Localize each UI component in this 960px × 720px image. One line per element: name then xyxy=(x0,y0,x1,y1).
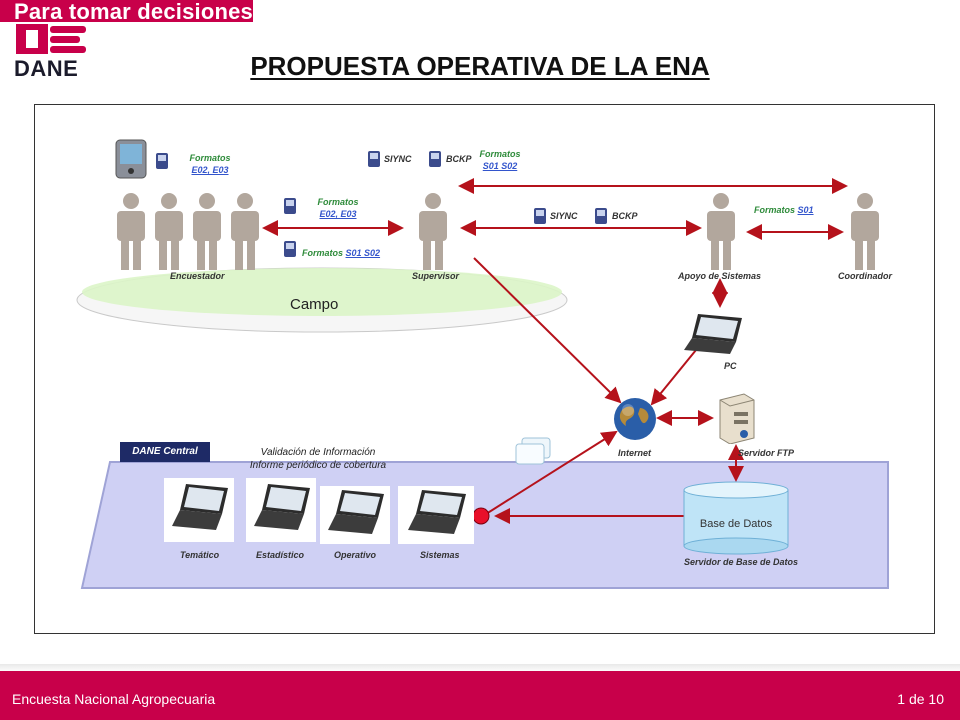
coordinador-person-icon xyxy=(851,193,879,270)
laptop-icon xyxy=(398,486,474,544)
station-label-sistemas: Sistemas xyxy=(420,550,460,560)
logo-text: DANE xyxy=(14,56,79,81)
globe-icon xyxy=(614,398,656,440)
memory-card-icon xyxy=(284,241,296,257)
footer-survey-name: Encuesta Nacional Agropecuaria xyxy=(12,691,216,707)
format-label-top: Formatos S01 S02 xyxy=(479,149,521,171)
diagram-frame xyxy=(34,104,935,634)
laptop-icon xyxy=(320,486,390,544)
tagline-banner: Para tomar decisiones xyxy=(0,0,253,24)
person-icon xyxy=(231,193,259,270)
format-label-encuestador: Formatos E02, E03 xyxy=(189,153,231,175)
role-label-supervisor: Supervisor xyxy=(412,271,460,281)
footer-shadow xyxy=(0,664,960,672)
validation-text: Validación de Información Informe periód… xyxy=(249,447,387,471)
station-label-estadistico: Estadístico xyxy=(256,550,305,560)
tagline-text: Para tomar decisiones xyxy=(14,0,253,24)
ftp-label: Servidor FTP xyxy=(738,448,795,458)
role-label-encuestador: Encuestador xyxy=(170,271,225,281)
dane-logo-icon xyxy=(16,24,86,54)
station-label-tematico: Temático xyxy=(180,550,220,560)
arrow-supervisor-internet xyxy=(473,257,622,404)
apoyo-person-icon xyxy=(707,193,735,270)
sync-card-icon xyxy=(534,208,546,224)
memory-card-icon xyxy=(156,153,168,169)
person-icon xyxy=(155,193,183,270)
role-label-coordinador: Coordinador xyxy=(838,271,892,281)
document-stack-icon xyxy=(515,437,551,465)
person-icon xyxy=(117,193,145,270)
format-label-supervisor-2: Formatos S01 S02 xyxy=(302,248,381,258)
memory-card-icon xyxy=(284,198,296,214)
sync-label: SIYNC xyxy=(384,154,412,164)
page-number: 1 de 10 xyxy=(897,691,944,707)
server-icon xyxy=(719,393,755,444)
pda-device-icon xyxy=(115,139,147,179)
laptop-icon xyxy=(684,314,742,354)
person-icon xyxy=(193,193,221,270)
page-title: PROPUESTA OPERATIVA DE LA ENA xyxy=(250,51,710,81)
campo-label: Campo xyxy=(290,296,339,313)
dane-central-tag: DANE Central xyxy=(120,442,210,462)
database-icon xyxy=(683,481,789,555)
internet-label: Internet xyxy=(618,448,652,458)
backup-card-icon xyxy=(595,208,607,224)
role-label-apoyo: Apoyo de Sistemas xyxy=(678,271,762,281)
central-node xyxy=(472,507,490,525)
sync-label: SIYNC xyxy=(550,211,578,221)
laptop-icon xyxy=(164,478,234,542)
laptop-icon xyxy=(246,478,316,542)
backup-card-icon xyxy=(429,151,441,167)
database-label: Base de Datos xyxy=(699,518,773,530)
format-label-supervisor: Formatos E02, E03 xyxy=(317,197,359,219)
arrow-central-internet xyxy=(485,430,618,515)
footer-bar: Encuesta Nacional Agropecuaria 1 de 10 xyxy=(0,671,960,720)
supervisor-person-icon xyxy=(419,193,447,270)
sync-card-icon xyxy=(368,151,380,167)
format-label-coordinador: Formatos S01 xyxy=(754,205,814,215)
backup-label: BCKP xyxy=(612,211,638,221)
station-label-operativo: Operativo xyxy=(334,550,377,560)
pc-label: PC xyxy=(724,361,737,371)
backup-label: BCKP xyxy=(446,154,472,164)
arrow-pc-internet xyxy=(650,349,697,406)
db-server-label: Servidor de Base de Datos xyxy=(684,557,799,567)
